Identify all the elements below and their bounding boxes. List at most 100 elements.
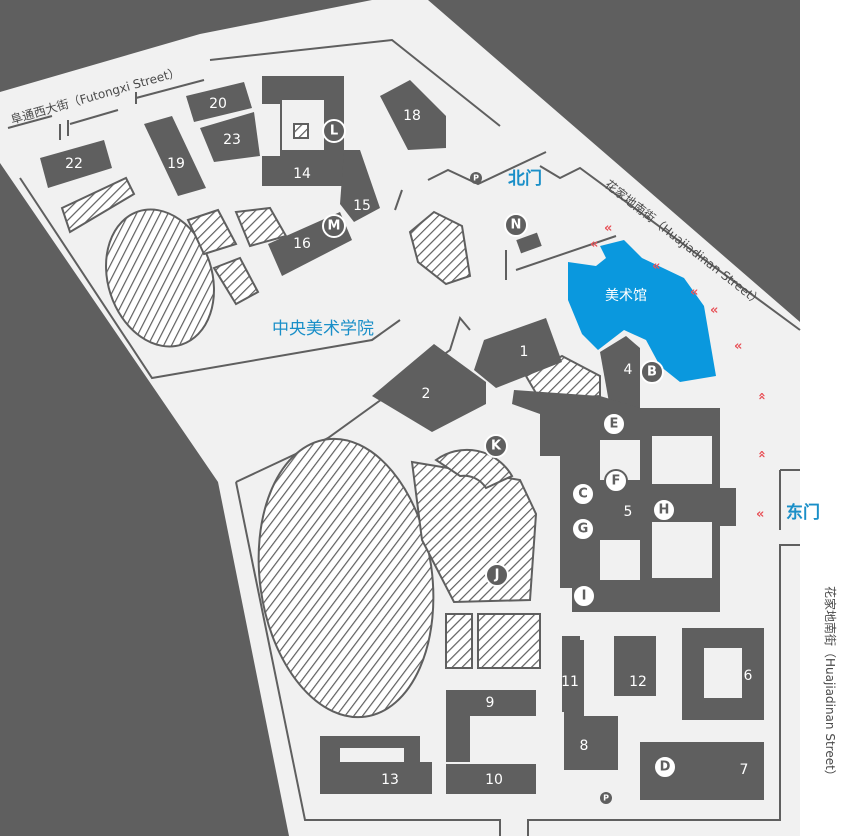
label-20: 20: [209, 96, 227, 112]
label-4: 4: [624, 362, 633, 378]
lawn-north-c: [212, 256, 260, 306]
marker-E: E: [602, 412, 626, 436]
marker-F: F: [604, 469, 628, 493]
arrow-museum-4: «: [690, 285, 698, 300]
svg-text:K: K: [491, 439, 502, 454]
lawn-k: [434, 448, 514, 490]
arrow-museum-1: «: [590, 237, 598, 252]
lawn-north-d: [408, 210, 472, 286]
entrance-arrows: « « « « « « « « «: [590, 221, 769, 522]
parking-north: P: [470, 172, 482, 184]
small-hatched-square: [293, 123, 309, 139]
lawn-small-a: [445, 613, 473, 669]
label-7: 7: [740, 762, 749, 778]
courtyard-6: [704, 648, 742, 698]
label-16: 16: [293, 236, 311, 252]
courtyard-5b: [652, 436, 712, 484]
building-4: [600, 336, 640, 408]
svg-text:B: B: [647, 365, 657, 380]
building-10: [446, 764, 536, 794]
arrow-museum-5: «: [710, 303, 718, 318]
building-20: [186, 82, 252, 122]
marker-L: L: [322, 119, 346, 143]
label-23: 23: [223, 132, 241, 148]
svg-text:I: I: [582, 589, 587, 604]
art-museum: [568, 240, 716, 382]
label-1: 1: [520, 344, 529, 360]
courtyards: [282, 100, 742, 762]
svg-text:G: G: [578, 522, 589, 537]
svg-text:H: H: [659, 503, 670, 518]
building-11: [562, 636, 580, 712]
campus-ground: [0, 0, 800, 836]
marker-N: N: [504, 213, 528, 237]
svg-text:C: C: [578, 487, 588, 502]
museum-label: 美术馆: [605, 288, 647, 304]
marker-G: G: [571, 517, 595, 541]
street-huajiadinan-east: 花家地南街（Huajiadinan Street）: [823, 586, 838, 782]
building-9: [446, 690, 536, 762]
arrow-museum-3: «: [652, 259, 660, 274]
building-2: [372, 344, 486, 432]
sports-field-north: [105, 208, 215, 348]
label-13: 13: [381, 772, 399, 788]
north-gate-label: 北门: [508, 168, 542, 189]
svg-text:L: L: [330, 124, 338, 139]
arrow-east-2: «: [754, 450, 769, 458]
label-18: 18: [403, 108, 421, 124]
label-22: 22: [65, 156, 83, 172]
label-14: 14: [293, 166, 311, 182]
building-7: [640, 742, 764, 800]
campus-name: 中央美术学院: [272, 319, 374, 339]
building-12: [614, 636, 656, 696]
svg-text:E: E: [610, 417, 619, 432]
label-2: 2: [422, 386, 431, 402]
parking-south: P: [600, 792, 612, 804]
marker-B: B: [640, 360, 664, 384]
svg-text:F: F: [612, 474, 621, 489]
lawn-small-b: [477, 613, 541, 669]
label-11: 11: [561, 674, 579, 690]
building-23: [200, 112, 260, 162]
building-n-annex: [516, 232, 542, 254]
marker-K: K: [484, 434, 508, 458]
courtyard-5d: [652, 522, 712, 578]
building-15: [340, 150, 380, 222]
label-5: 5: [624, 504, 633, 520]
marker-M: M: [322, 214, 346, 238]
svg-text:D: D: [660, 760, 671, 775]
svg-text:M: M: [328, 219, 341, 234]
label-8: 8: [580, 738, 589, 754]
marker-J: J: [485, 563, 509, 587]
road-outlines: [7, 38, 801, 836]
arrow-museum-6: «: [734, 339, 742, 354]
courtyard-13: [340, 748, 404, 762]
svg-text:N: N: [511, 218, 522, 233]
arrow-museum-2: «: [604, 221, 612, 236]
svg-text:P: P: [473, 174, 479, 183]
label-6: 6: [744, 668, 753, 684]
arrow-east-gate: «: [756, 507, 764, 522]
east-gate-label: 东门: [786, 502, 820, 523]
svg-text:J: J: [494, 568, 500, 583]
lawn-north-a: [186, 208, 238, 256]
east-road: [800, 0, 864, 836]
markers: L M N B E F C G H I K J D: [322, 119, 677, 779]
label-9: 9: [486, 695, 495, 711]
label-15: 15: [353, 198, 371, 214]
label-10: 10: [485, 772, 503, 788]
building-1: [474, 318, 562, 388]
marker-I: I: [572, 584, 596, 608]
label-12: 12: [629, 674, 647, 690]
arrow-east-1: «: [754, 392, 769, 400]
building-18: [380, 80, 446, 150]
lawn-north-west: [60, 176, 136, 234]
building-13: [320, 736, 432, 794]
sports-field-south: [257, 437, 435, 719]
marker-H: H: [652, 498, 676, 522]
marker-C: C: [571, 482, 595, 506]
building-19: [144, 116, 206, 196]
building-22: [40, 140, 112, 188]
building-numbers: 22 19 20 23 14 15 16 18 1 2 4 5 6 7 8 11…: [65, 96, 752, 788]
